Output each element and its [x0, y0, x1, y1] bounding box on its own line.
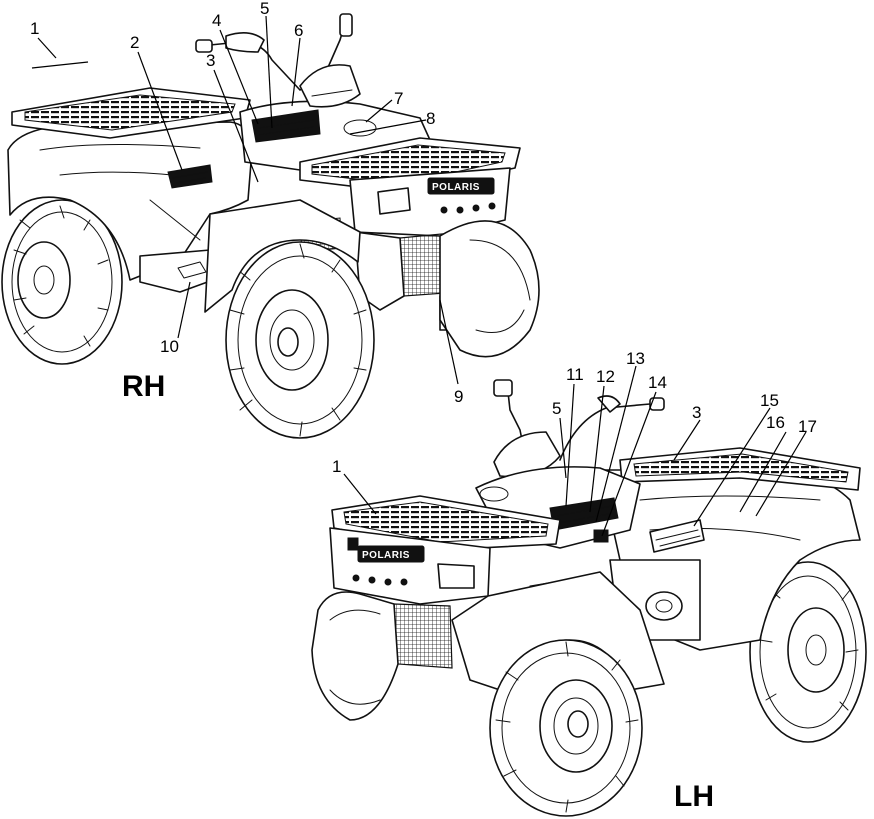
rh-callout-8: 8 [426, 109, 435, 128]
rh-callout-2: 2 [130, 33, 139, 52]
lh-callout-17: 17 [798, 417, 817, 436]
lh-callout-3: 3 [692, 403, 701, 422]
lh-callout-5: 5 [552, 399, 561, 418]
lh-callout-11: 11 [566, 365, 584, 384]
rh-headlight-pod [299, 64, 361, 108]
rh-callout-10: 10 [160, 337, 179, 356]
rh-front-fender [204, 199, 361, 313]
lh-polaris-logo: POLARIS [362, 550, 410, 561]
rh-callout-7: 7 [394, 89, 403, 108]
lh-callout-12: 12 [596, 367, 615, 386]
rh-front-left-wheel [439, 220, 540, 358]
lh-callout-13: 13 [626, 349, 645, 368]
lh-side-decal [649, 519, 705, 553]
lh-callout-16: 16 [766, 413, 785, 432]
rh-leader-lines [31, 15, 459, 385]
lh-callouts: 1 5 11 12 13 14 3 15 16 17 [332, 349, 817, 476]
rh-callout-4: 4 [212, 11, 221, 30]
lh-front-far-wheel [311, 591, 399, 721]
lh-callout-15: 15 [760, 391, 779, 410]
rh-polaris-logo: POLARIS [432, 182, 480, 193]
lh-front-near-wheel [489, 639, 643, 817]
lh-front-grille [393, 603, 453, 669]
rh-callout-6: 6 [294, 21, 303, 40]
rh-callout-3: 3 [206, 51, 215, 70]
rh-front-right-wheel [225, 241, 375, 439]
view-label-rh: RH [122, 370, 165, 403]
atv-lh-view: POLARIS [311, 379, 867, 817]
lh-leader-lines [343, 365, 807, 537]
lh-rear-wheel [749, 561, 867, 743]
lh-callout-14: 14 [648, 373, 667, 392]
rh-callouts: 1 2 3 4 5 6 7 8 9 10 [30, 0, 463, 406]
rh-callout-5: 5 [260, 0, 269, 18]
atv-rh-view: POLARIS [1, 13, 540, 439]
rh-rear-wheel [1, 199, 123, 365]
rh-callout-1: 1 [30, 19, 39, 38]
rh-callout-9: 9 [454, 387, 463, 406]
lh-callout-1: 1 [332, 457, 341, 476]
view-label-lh: LH [674, 780, 714, 813]
